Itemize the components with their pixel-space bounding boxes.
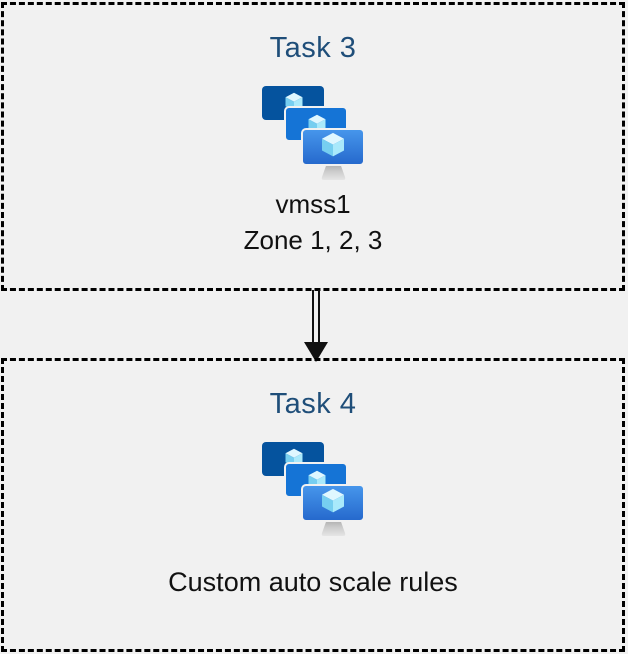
task3-box: Task 3 vmss1 Zone 1, 2, 3 [1, 2, 625, 291]
task4-title: Task 4 [269, 388, 357, 420]
vm-scale-set-icon [261, 441, 365, 538]
task3-title: Task 3 [269, 32, 357, 64]
task4-box: Task 4 Custom auto scale rules [1, 358, 625, 652]
task4-labels: Custom auto scale rules [4, 564, 622, 600]
task3-labels: vmss1 Zone 1, 2, 3 [4, 186, 622, 258]
arrowhead [304, 342, 328, 362]
vmss-name-label: vmss1 [275, 189, 351, 219]
down-arrow-connector [304, 290, 328, 362]
autoscale-label: Custom auto scale rules [168, 567, 458, 597]
vm-scale-set-icon [261, 85, 365, 182]
zones-label: Zone 1, 2, 3 [243, 225, 383, 255]
